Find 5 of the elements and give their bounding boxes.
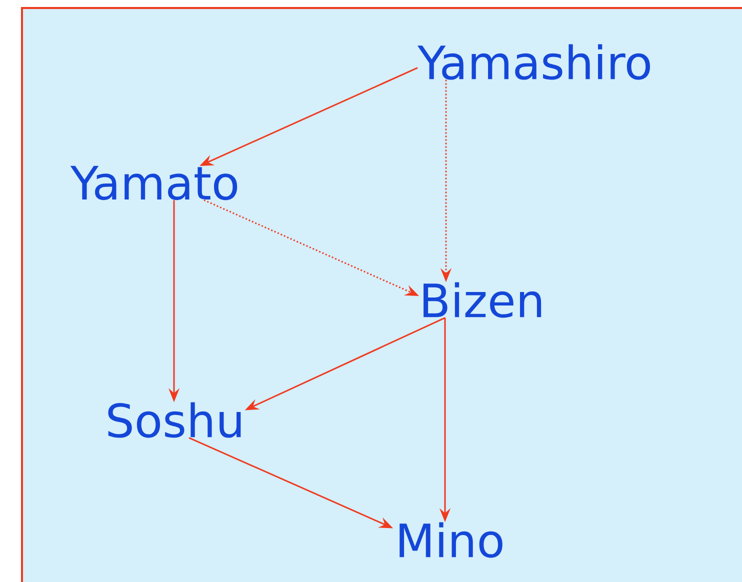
node-label: Yamato [70,166,238,200]
node-label: Soshu [108,402,241,438]
node-label: Bizen [424,282,542,318]
node-label: Yamashiro [417,44,650,80]
node-label: Mino [400,522,502,558]
